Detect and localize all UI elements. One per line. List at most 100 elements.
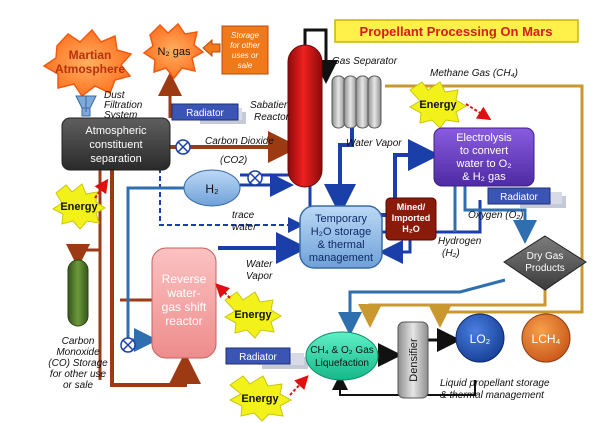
n2-gas: N₂ gas — [142, 22, 205, 80]
densifier: Densifier — [397, 321, 429, 399]
dust-filtration-label: Dust Filtration System — [104, 90, 143, 121]
electrolysis-line-1: Electrolysis — [456, 132, 512, 144]
dry-gas-line-1: Dry Gas — [527, 251, 564, 262]
atmospheric-separation-line-2: constituent — [89, 139, 142, 151]
sabatier-label: Sabatier Reactor — [250, 100, 290, 123]
radiator-2: Radiator — [487, 187, 566, 208]
electrolysis-line-4: & H₂ gas — [462, 171, 506, 183]
electrolysis-box: Electrolysis to convert water to O₂ & H₂… — [433, 127, 535, 187]
water-vapor-mid-label-1: Water — [246, 259, 273, 270]
lch4-tank: LCH₄ — [521, 313, 571, 363]
sabatier-line-2: Reactor — [254, 112, 290, 123]
dust-filtration-line-1: Dust — [104, 90, 126, 101]
valve-rwgs — [120, 337, 136, 353]
energy-burst-4: Energy — [228, 375, 293, 422]
energy-4-label: Energy — [241, 393, 279, 405]
sabatier-reactor — [287, 44, 323, 188]
liquid-storage-line-2: & thermal management — [440, 390, 545, 401]
co-line-2: Monoxide — [56, 347, 100, 358]
trace-water-label-2: water — [232, 222, 257, 233]
energy-burst-3: Energy — [223, 291, 282, 339]
storage-other-line-3: uses or — [232, 51, 259, 60]
atmospheric-separation-line-3: separation — [90, 153, 141, 165]
energy-1-arrow — [94, 178, 109, 199]
mined-line-1: Mined/ — [397, 202, 426, 212]
valve-h2 — [247, 170, 263, 186]
co-line-4: for other use — [50, 369, 107, 380]
sabatier-line-1: Sabatier — [250, 100, 288, 111]
lch4-label: LCH₄ — [532, 332, 561, 346]
rwgs-line-3: gas shift — [162, 300, 207, 314]
atmospheric-separation-line-1: Atmospheric — [85, 125, 147, 137]
energy-3-arrow — [215, 283, 231, 299]
methane-gas-label: Methane Gas (CH₄) — [430, 68, 518, 79]
rwgs-line-2: water- — [166, 286, 200, 300]
radiator-1: Radiator — [171, 103, 246, 124]
mined-imported-box: Mined/ Imported H₂O — [385, 197, 437, 241]
co2-label: (CO2) — [220, 155, 247, 166]
dry-gas-line-2: Products — [525, 263, 564, 274]
carbon-dioxide-label: Carbon Dioxide — [205, 136, 274, 147]
oxygen-label: Oxygen (O₂) — [468, 210, 524, 221]
water-vapor-pipe — [324, 128, 356, 216]
temporary-storage-line-3: & thermal — [317, 239, 364, 251]
energy-2-arrow — [465, 103, 492, 121]
dry-gas-to-liquefaction-pipe — [358, 288, 547, 328]
densifier-label: Densifier — [408, 338, 420, 382]
rwgs-line-1: Reverse — [162, 272, 207, 286]
electrolysis-line-2: to convert — [460, 145, 508, 157]
water-vapor-top-label: Water Vapor — [346, 138, 402, 149]
dust-funnel — [75, 95, 97, 117]
h2-to-rwgs-pipe — [126, 186, 200, 352]
sabatier-to-separator-pipe — [303, 28, 338, 84]
trace-water-pipe — [159, 160, 304, 233]
martian-atmosphere: Martian Atmosphere — [42, 28, 133, 98]
hydrogen-label-2: (H₂) — [442, 248, 460, 259]
gas-separator — [331, 75, 382, 129]
energy-3-label: Energy — [234, 309, 272, 321]
rwgs-line-4: reactor — [165, 314, 202, 328]
radiator-2-label: Radiator — [500, 192, 538, 203]
storage-other-line-4: sale — [238, 61, 253, 70]
dust-filtration-line-3: System — [104, 110, 137, 121]
radiator-3-label: Radiator — [239, 352, 277, 363]
dry-gas-products: Dry Gas Products — [503, 235, 587, 291]
storage-other-box: Storage for other uses or sale — [221, 25, 269, 75]
energy-burst-2: Energy — [408, 81, 467, 129]
martian-atmosphere-line-2: Atmosphere — [55, 62, 125, 76]
temporary-storage-line-2: H₂O storage — [311, 226, 372, 238]
mined-to-storage-pipe — [379, 240, 412, 264]
dry-gas-loop-pipe — [338, 278, 506, 336]
co-line-5: or sale — [63, 380, 93, 391]
hydrogen-label-1: Hydrogen — [438, 236, 482, 247]
temporary-storage-line-4: management — [309, 252, 373, 264]
title-banner: Propellant Processing On Mars — [334, 19, 579, 43]
radiator-1-label: Radiator — [186, 108, 224, 119]
liquid-storage-label: Liquid propellant storage & thermal mana… — [440, 378, 550, 401]
h2-tank: H₂ — [183, 169, 241, 207]
co-storage-label: Carbon Monoxide (CO) Storage for other u… — [48, 336, 108, 391]
liquefaction-box: CH₄ & O₂ Gas Liquefaction — [305, 331, 379, 381]
storage-other-line-1: Storage — [231, 31, 260, 40]
gas-separator-label: Gas Separator — [332, 56, 398, 67]
energy-1-label: Energy — [60, 201, 98, 213]
liquefaction-line-1: CH₄ & O₂ Gas — [310, 345, 374, 356]
n2-storage-arrow — [202, 38, 221, 58]
co-line-1: Carbon — [62, 336, 95, 347]
co-pipe — [66, 244, 100, 268]
mined-line-2: Imported — [392, 213, 431, 223]
radiator-3: Radiator — [225, 347, 308, 369]
co2-to-rwgs-pipe — [110, 160, 201, 387]
co-storage-tank — [67, 259, 89, 327]
water-vapor-mid-label-2: Vapor — [246, 271, 273, 282]
martian-atmosphere-line-1: Martian — [69, 48, 112, 62]
trace-water-label-1: trace — [232, 210, 255, 221]
title: Propellant Processing On Mars — [360, 24, 553, 39]
atmospheric-separation-box: Atmospheric constituent separation — [61, 117, 171, 171]
oxygen-pipe — [463, 185, 537, 244]
co-line-3: (CO) Storage — [48, 358, 108, 369]
liquid-storage-line-1: Liquid propellant storage — [440, 378, 550, 389]
methane-pipe — [385, 84, 584, 328]
dust-filtration-line-2: Filtration — [104, 100, 143, 111]
